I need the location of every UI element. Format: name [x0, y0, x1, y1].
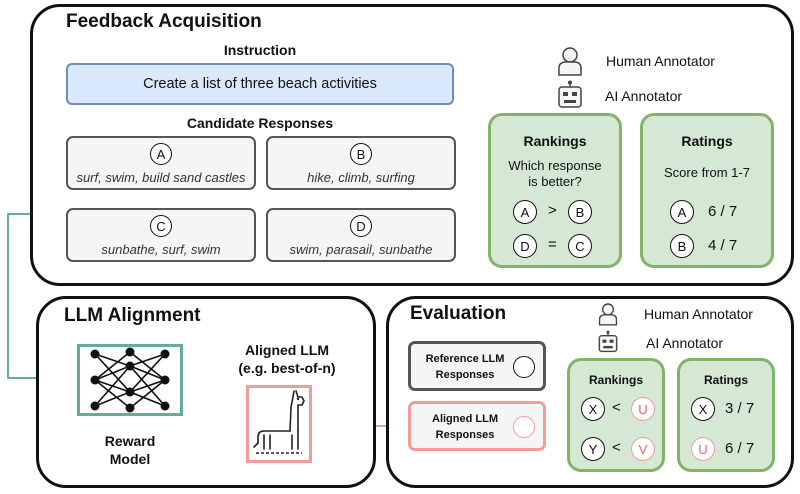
candidate-card-a: A surf, swim, build sand castles: [66, 136, 256, 190]
eval-ratings-title: Ratings: [703, 373, 748, 387]
rating-score: 6 / 7: [708, 203, 738, 220]
llama-icon: [246, 385, 312, 463]
candidate-text: hike, climb, surfing: [307, 170, 415, 185]
candidate-text: surf, swim, build sand castles: [76, 170, 246, 185]
eval-ranking-left-letter: Y: [581, 437, 605, 461]
eval-ranking-right-letter: U: [631, 397, 655, 421]
candidate-letter: B: [350, 143, 372, 165]
reference-label-line1: Reference LLM: [425, 353, 505, 365]
candidate-card-d: D swim, parasail, sunbathe: [266, 208, 456, 262]
human-annotator-icon: [598, 303, 618, 326]
ranking-operator: >: [548, 202, 557, 219]
rankings-title: Rankings: [523, 133, 587, 149]
eval-ranking-operator: <: [612, 399, 621, 416]
candidate-letter: D: [350, 215, 372, 237]
reference-label-line2: Responses: [435, 369, 495, 381]
candidates-heading: Candidate Responses: [186, 115, 334, 131]
instruction-text: Create a list of three beach activities: [143, 76, 377, 92]
llm-alignment-title: LLM Alignment: [64, 305, 201, 326]
ranking-left-letter: A: [513, 200, 537, 224]
eval-human-annotator-label: Human Annotator: [644, 306, 753, 322]
aligned-label-line2: Responses: [435, 429, 495, 441]
aligned-llm-label-line2: (e.g. best-of-n): [238, 360, 336, 376]
aligned-responses-box: Aligned LLM Responses: [408, 401, 546, 451]
human-annotator-icon: [558, 47, 582, 76]
human-annotator-label: Human Annotator: [606, 53, 715, 69]
ranking-right-letter: C: [568, 234, 592, 258]
aligned-llm-label-line1: Aligned LLM: [245, 342, 329, 358]
candidate-card-b: B hike, climb, surfing: [266, 136, 456, 190]
rating-score: 4 / 7: [708, 237, 738, 254]
eval-rating-letter: X: [691, 397, 715, 421]
eval-rating-score: 3 / 7: [725, 400, 755, 417]
ratings-box: [640, 113, 774, 268]
rating-letter: A: [670, 200, 694, 224]
eval-rating-score: 6 / 7: [725, 440, 755, 457]
candidate-text: sunbathe, surf, swim: [101, 242, 221, 257]
ai-annotator-icon: [558, 80, 582, 108]
reference-responses-box: Reference LLM Responses: [408, 341, 546, 391]
eval-ranking-right-letter: V: [631, 437, 655, 461]
reference-circle: [513, 356, 535, 378]
instruction-heading: Instruction: [223, 42, 297, 58]
rankings-box: [488, 113, 622, 268]
ratings-subtitle: Score from 1-7: [664, 165, 750, 180]
candidate-card-c: C sunbathe, surf, swim: [66, 208, 256, 262]
instruction-box: Create a list of three beach activities: [66, 63, 454, 105]
eval-rankings-title: Rankings: [588, 373, 643, 387]
ai-annotator-label: AI Annotator: [605, 88, 683, 104]
reward-model-label-line2: Model: [109, 451, 151, 467]
candidate-letter: C: [150, 215, 172, 237]
aligned-label-line1: Aligned LLM: [432, 413, 498, 425]
feedback-acquisition-title: Feedback Acquisition: [66, 11, 262, 32]
rankings-question-line2: is better?: [528, 174, 582, 189]
eval-rating-letter: U: [691, 437, 715, 461]
eval-ranking-operator: <: [612, 439, 621, 456]
evaluation-title: Evaluation: [410, 303, 507, 324]
ranking-right-letter: B: [568, 200, 592, 224]
reward-model-network-icon: [77, 344, 183, 416]
rankings-question-line1: Which response: [508, 158, 602, 173]
candidate-text: swim, parasail, sunbathe: [289, 242, 433, 257]
candidate-letter: A: [150, 143, 172, 165]
ratings-title: Ratings: [681, 133, 733, 149]
eval-ai-annotator-label: AI Annotator: [646, 335, 724, 351]
rating-letter: B: [670, 234, 694, 258]
aligned-circle: [513, 416, 535, 438]
ranking-operator: =: [548, 236, 557, 253]
reward-model-label-line1: Reward: [104, 433, 156, 449]
eval-ranking-left-letter: X: [581, 397, 605, 421]
ai-annotator-icon: [598, 330, 618, 353]
ranking-left-letter: D: [513, 234, 537, 258]
